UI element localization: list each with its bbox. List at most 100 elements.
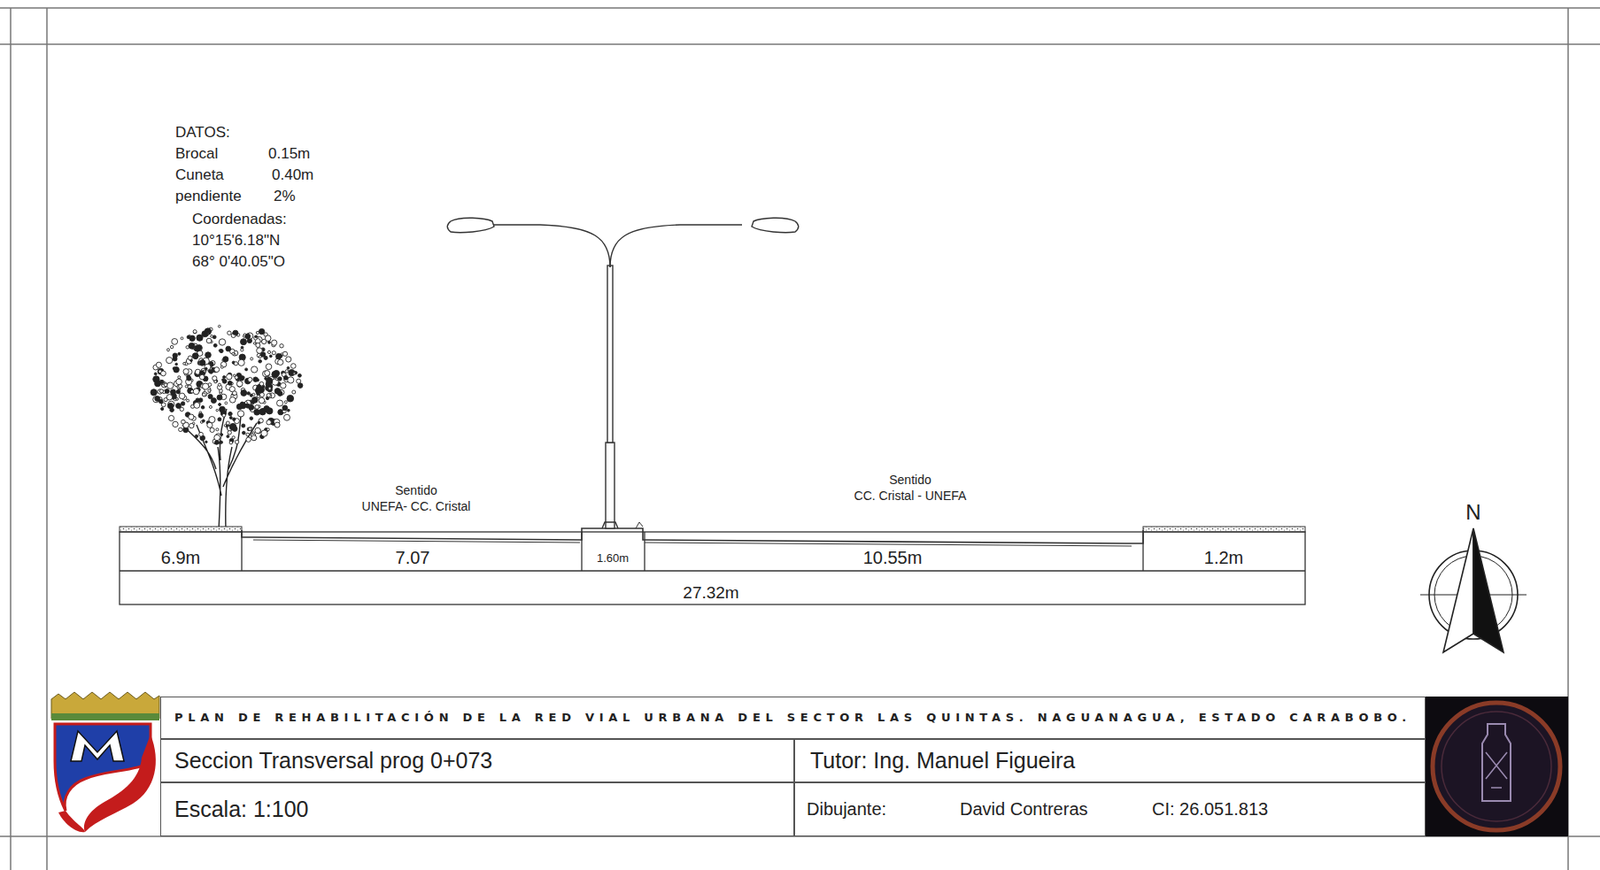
leaf-stroke: [223, 379, 226, 383]
leaf-stroke: [282, 405, 288, 411]
leaf-stroke: [258, 397, 265, 404]
leaf-stroke: [193, 331, 196, 334]
leaf-stroke: [278, 377, 282, 381]
road-profile: [119, 522, 1306, 547]
sheet-title-cell: Seccion Transversal prog 0+073: [160, 739, 795, 783]
leaf-stroke: [273, 370, 280, 377]
drawing-stroke: [580, 532, 582, 572]
data-value: 0.40m: [271, 166, 314, 185]
leaf-stroke: [283, 376, 288, 381]
leaf-stroke: [166, 357, 173, 364]
drawing-stroke: [605, 442, 615, 529]
leaf-stroke: [249, 417, 254, 421]
leaf-stroke: [219, 406, 226, 413]
leaf-stroke: [225, 421, 230, 426]
leaf-stroke: [285, 370, 288, 373]
leaf-stroke: [239, 402, 247, 410]
leaf-stroke: [232, 332, 237, 336]
dimension: 6.9m: [161, 548, 201, 569]
leaf-stroke: [201, 419, 205, 423]
leaf-stroke: [291, 363, 297, 370]
leaf-stroke: [187, 355, 193, 361]
leaf-stroke: [210, 398, 217, 404]
leaf-stroke: [200, 405, 205, 410]
leaf-stroke: [231, 352, 235, 356]
leaf-stroke: [180, 337, 184, 341]
leaf-stroke: [177, 352, 181, 356]
leaf-stroke: [198, 413, 203, 418]
leaf-stroke: [268, 386, 271, 390]
leaf-stroke: [223, 356, 229, 363]
leaf-stroke: [266, 428, 270, 432]
drawing-stroke: [46, 7, 48, 870]
project-band: PLAN DE REHABILITACIÓN DE LA RED VIAL UR…: [160, 696, 1426, 740]
dimension: 7.07: [395, 548, 431, 569]
leaf-stroke: [286, 394, 294, 402]
leaf-stroke: [155, 362, 162, 368]
title-block-text: Tutor: Ing. Manuel Figueira: [810, 748, 1075, 774]
leaf-stroke: [171, 339, 178, 346]
tree: [182, 409, 257, 531]
leaf-stroke: [198, 398, 203, 403]
leaf-stroke: [175, 363, 178, 366]
leaf-stroke: [168, 415, 174, 421]
leaf-stroke: [277, 391, 283, 397]
direction-label: CC. Cristal - UNEFA: [854, 488, 967, 503]
leaf-stroke: [269, 355, 272, 358]
leaf-stroke: [247, 392, 250, 395]
drawing-stroke: [1482, 724, 1511, 802]
leaf-stroke: [248, 427, 253, 432]
leaf-stroke: [256, 385, 262, 390]
leaf-stroke: [266, 420, 271, 426]
leaf-stroke: [224, 401, 228, 405]
leaf-stroke: [218, 403, 222, 407]
leaf-stroke: [178, 427, 183, 432]
leaf-stroke: [296, 378, 302, 384]
leaf-stroke: [166, 394, 172, 401]
leaf-stroke: [154, 380, 162, 387]
leaf-stroke: [255, 405, 260, 410]
drawing-stroke: [447, 217, 495, 233]
leaf-stroke: [271, 340, 278, 346]
leaf-stroke: [240, 339, 248, 346]
leaf-stroke: [256, 353, 261, 357]
north-label: N: [1465, 500, 1481, 526]
leaf-stroke: [161, 371, 167, 377]
leaf-stroke: [186, 376, 192, 381]
leaf-stroke: [216, 394, 223, 401]
leaf-stroke: [223, 376, 226, 379]
leaf-stroke: [268, 341, 271, 345]
leaf-stroke: [163, 383, 168, 387]
leaf-stroke: [228, 380, 233, 386]
leaf-stroke: [267, 394, 272, 399]
leaf-stroke: [219, 349, 224, 354]
drawing-stroke: [1143, 526, 1306, 533]
leaf-stroke: [241, 424, 246, 428]
leaf-stroke: [178, 384, 183, 388]
drawing-stroke: [1432, 703, 1561, 831]
leaf-stroke: [174, 398, 177, 401]
drafter-cell: Dibujante:David ContrerasCI: 26.051.813: [794, 782, 1426, 837]
coordinate: 68° 0'40.05"O: [192, 253, 286, 271]
drawing-stroke: [84, 734, 156, 833]
title-block-text: David Contreras: [959, 799, 1089, 820]
tree-crown: [150, 324, 303, 445]
leaf-stroke: [292, 390, 296, 395]
leaf-stroke: [205, 440, 208, 443]
leaf-stroke: [153, 396, 160, 403]
leaf-stroke: [202, 383, 209, 390]
leaf-stroke: [199, 432, 204, 437]
drawing-stroke: [602, 522, 619, 529]
title-block-text: Escala: 1:100: [174, 796, 310, 823]
university-logo: [1425, 696, 1569, 837]
leaf-stroke: [245, 368, 248, 372]
leaf-stroke: [220, 365, 224, 369]
drawing-stroke: [1485, 752, 1508, 789]
leaf-stroke: [219, 440, 223, 444]
leaf-stroke: [201, 331, 209, 338]
leaf-stroke: [284, 401, 287, 404]
leaf-stroke: [266, 394, 271, 398]
leaf-stroke: [238, 359, 245, 366]
leaf-stroke: [222, 413, 226, 418]
leaf-stroke: [261, 408, 266, 413]
